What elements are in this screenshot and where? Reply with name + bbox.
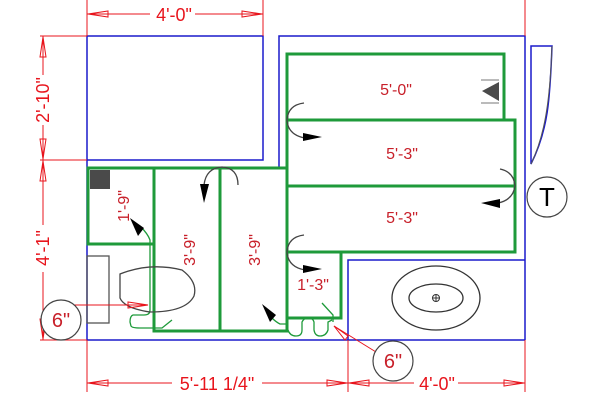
callout-bubble-left (40, 299, 82, 341)
shelf-label: 5'-0" (380, 82, 412, 99)
drain-icon (432, 294, 440, 302)
arrow-right-icon (303, 133, 322, 141)
dim-bottom-left-width: 5'-11 1/4" (180, 374, 255, 394)
dim-left-lower-height: 4'-1" (33, 230, 53, 266)
arc-arrow-icon (497, 168, 516, 204)
vanity-box (347, 259, 525, 340)
shelf-label: 1'-3" (297, 277, 329, 294)
dim-bottom-right-width: 4'-0" (419, 374, 455, 394)
dimension-lines (39, 0, 526, 392)
shelf-5-3-b (287, 184, 517, 254)
right-room-wall (278, 35, 526, 340)
walls (86, 35, 553, 341)
arc-arrow-icon (203, 166, 239, 186)
toilet-tank-icon (86, 255, 110, 324)
callout-bottom-text: 6" (384, 351, 402, 373)
shelf-label: 5'-3" (386, 146, 418, 163)
toilet-paper-symbol (526, 176, 568, 218)
dim-left-upper-height: 2'-10" (33, 77, 53, 123)
upper-left-room (86, 35, 264, 161)
sink-outer-icon (391, 265, 481, 331)
swing-arrows (203, 102, 516, 271)
callout-left-text: 6" (52, 310, 70, 332)
outlet-icon (90, 170, 110, 189)
callout-bubble-bottom (372, 340, 414, 382)
arrow-down-icon (200, 184, 209, 203)
arrow-up-left-icon (262, 304, 276, 322)
sink-basin-icon (408, 283, 464, 313)
marker-triangle-icon (481, 79, 499, 104)
toilet-paper-label: T (539, 182, 555, 212)
shelf-label: 5'-3" (386, 210, 418, 227)
door-swing-icon (530, 45, 553, 165)
toilet-bowl-icon (119, 266, 196, 313)
arc-arrow-icon (286, 234, 306, 271)
arrow-up-left-icon (130, 218, 144, 236)
arrow-right-icon (303, 265, 322, 273)
shelf-1-3 (287, 250, 343, 320)
flow-lines (129, 225, 334, 337)
arc-arrow-icon (286, 102, 306, 139)
arrow-left-icon (481, 199, 500, 208)
shelf-label: 3'-9" (182, 234, 199, 266)
arrowheads (130, 133, 500, 322)
door-panel (530, 45, 553, 165)
shelf-label: 1'-9" (116, 190, 133, 222)
dim-top-width: 4'-0" (156, 5, 192, 25)
shelf-label: 3'-9" (247, 234, 264, 266)
